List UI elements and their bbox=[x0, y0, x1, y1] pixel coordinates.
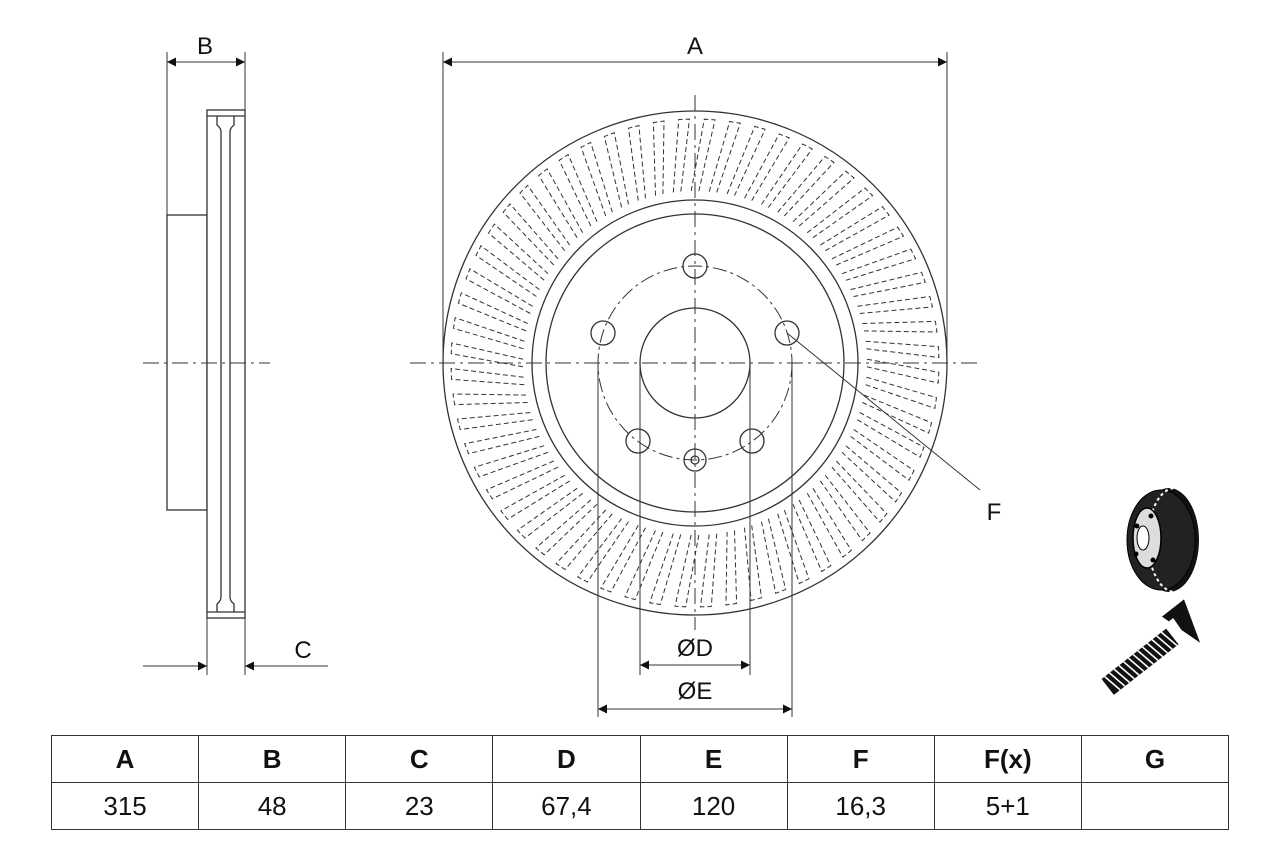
header-f: F bbox=[786, 735, 935, 783]
vane bbox=[857, 295, 934, 314]
header-fx: F(x) bbox=[933, 735, 1082, 783]
value-g bbox=[1080, 782, 1230, 830]
vane bbox=[850, 271, 926, 297]
value-b: 48 bbox=[198, 782, 347, 830]
vane bbox=[699, 533, 718, 608]
vane bbox=[538, 168, 584, 238]
vane bbox=[761, 143, 813, 208]
vane bbox=[865, 376, 938, 409]
vane bbox=[831, 460, 888, 523]
vane bbox=[672, 118, 691, 193]
vane bbox=[862, 394, 933, 434]
dim-label-a: A bbox=[687, 33, 703, 60]
vane bbox=[555, 509, 613, 571]
vane bbox=[535, 499, 598, 556]
spec-table-header-row: A B C D E F F(x) G bbox=[50, 735, 1230, 783]
vane bbox=[744, 525, 763, 602]
vane bbox=[862, 320, 938, 333]
vane bbox=[806, 187, 874, 239]
vane bbox=[580, 141, 613, 217]
bolt-hole bbox=[590, 320, 616, 346]
vane bbox=[806, 488, 852, 558]
vane bbox=[457, 292, 528, 332]
bolt-hole bbox=[774, 320, 800, 346]
value-c: 23 bbox=[345, 782, 494, 830]
value-e: 120 bbox=[639, 782, 788, 830]
vane bbox=[627, 124, 646, 201]
dim-label-b: B bbox=[197, 33, 213, 60]
vane bbox=[452, 317, 525, 350]
vane bbox=[502, 203, 559, 266]
vane bbox=[652, 120, 665, 196]
vane bbox=[841, 248, 917, 281]
vane bbox=[820, 206, 890, 252]
vane bbox=[473, 445, 549, 478]
front-view bbox=[410, 52, 981, 717]
vane bbox=[485, 460, 559, 500]
header-e: E bbox=[639, 735, 788, 783]
vane bbox=[841, 445, 903, 503]
vane bbox=[674, 534, 700, 608]
bolt-hole bbox=[739, 428, 765, 454]
vane bbox=[819, 474, 871, 542]
vane bbox=[558, 153, 598, 227]
vane bbox=[519, 184, 571, 252]
vane bbox=[452, 393, 528, 406]
header-b: B bbox=[198, 735, 347, 783]
vane bbox=[577, 518, 629, 583]
vane bbox=[777, 155, 835, 217]
screw-icon bbox=[1101, 599, 1201, 695]
vane bbox=[464, 429, 540, 455]
spec-table: A B C D E F F(x) G 315 48 23 67,4 120 16… bbox=[50, 735, 1230, 830]
bolt-hole bbox=[625, 428, 651, 454]
vane bbox=[456, 412, 533, 431]
side-view bbox=[143, 52, 328, 675]
value-fx: 5+1 bbox=[933, 782, 1082, 830]
vane bbox=[450, 342, 524, 368]
vane bbox=[866, 358, 940, 384]
dim-label-d: ØD bbox=[677, 635, 713, 662]
header-d: D bbox=[492, 735, 641, 783]
vane bbox=[450, 367, 525, 386]
header-c: C bbox=[345, 735, 494, 783]
vane bbox=[792, 499, 832, 573]
vane bbox=[500, 474, 570, 520]
value-d: 67,4 bbox=[492, 782, 641, 830]
header-a: A bbox=[50, 735, 200, 783]
vane bbox=[516, 487, 584, 539]
vane bbox=[487, 223, 549, 281]
vane bbox=[726, 125, 766, 196]
vane bbox=[649, 533, 682, 606]
vane bbox=[465, 268, 533, 314]
technical-drawing: B C A ØD ØE bbox=[143, 33, 1203, 717]
dim-label-c: C bbox=[294, 637, 311, 664]
vane bbox=[690, 118, 716, 192]
value-a: 315 bbox=[50, 782, 200, 830]
vane bbox=[865, 340, 940, 359]
vane bbox=[761, 518, 787, 594]
dim-label-f: F bbox=[987, 499, 1002, 526]
vane bbox=[725, 530, 738, 606]
vane bbox=[777, 509, 810, 585]
vane bbox=[831, 226, 905, 266]
vane bbox=[857, 412, 925, 458]
header-g: G bbox=[1080, 735, 1230, 783]
vane bbox=[600, 525, 646, 593]
vane bbox=[475, 245, 540, 297]
vane bbox=[603, 132, 629, 208]
vane bbox=[708, 120, 741, 193]
brake-disc-icon bbox=[1126, 487, 1203, 593]
value-f: 16,3 bbox=[786, 782, 935, 830]
vane bbox=[792, 170, 855, 227]
dim-label-e: ØE bbox=[678, 678, 713, 705]
vane bbox=[850, 429, 915, 481]
spec-table-value-row: 315 48 23 67,4 120 16,3 5+1 bbox=[50, 782, 1230, 830]
vane bbox=[744, 133, 790, 201]
